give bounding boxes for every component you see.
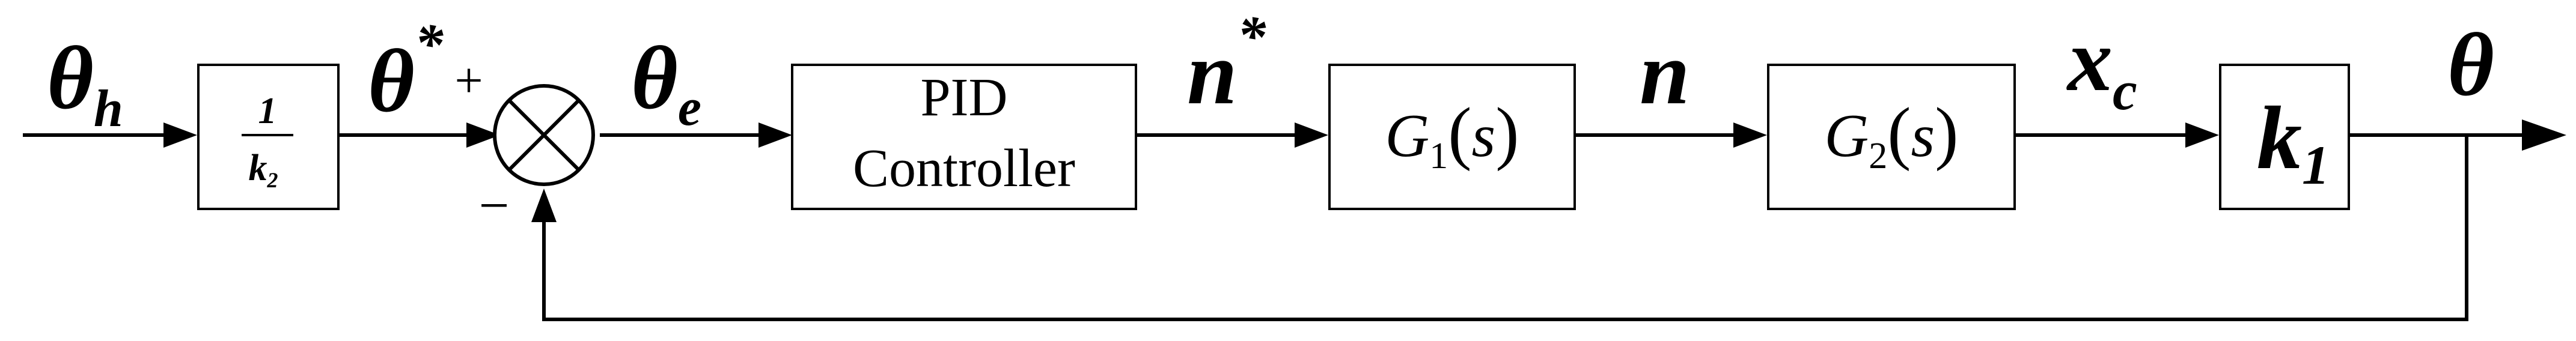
g2-label: G2(s) — [1825, 93, 1959, 177]
g1-symbol: G — [1385, 102, 1430, 170]
input-arrowhead — [163, 122, 197, 148]
pid-label-line1: PID — [920, 68, 1007, 127]
speed-reference-superscript: * — [1237, 4, 1266, 68]
error-arrowhead — [758, 122, 792, 148]
gain-numerator: 1 — [258, 91, 277, 131]
speed-reference-label: n* — [1187, 4, 1266, 123]
k1-subscript: 1 — [2302, 134, 2330, 196]
input-subscript: h — [94, 80, 123, 138]
input-label: θh — [47, 28, 123, 138]
g2-open-paren: ( — [1887, 93, 1911, 172]
g1-close-paren: ) — [1495, 93, 1519, 172]
pid-label-line2: Controller — [853, 139, 1075, 198]
displacement-subscript: c — [2113, 60, 2137, 121]
g2-block — [1767, 64, 2016, 210]
displacement-arrowhead — [2185, 122, 2219, 148]
minus-sign: − — [479, 176, 510, 235]
feedback-arrowhead — [531, 189, 557, 222]
displacement-symbol: x — [2066, 10, 2113, 110]
reference-arrowhead — [466, 122, 500, 148]
error-subscript: e — [678, 79, 701, 137]
reference-superscript: * — [415, 12, 444, 76]
plus-sign: + — [454, 53, 483, 109]
g1-open-paren: ( — [1448, 93, 1471, 172]
output-label: θ — [2447, 15, 2494, 115]
k1-block — [2219, 64, 2350, 210]
summing-junction-cross-b — [507, 98, 581, 172]
k1-symbol: k — [2257, 88, 2302, 188]
gain-denominator-subscript: 2 — [267, 168, 278, 192]
g1-argument: s — [1471, 102, 1495, 170]
gain-denominator: k2 — [249, 148, 278, 192]
input-symbol: θ — [47, 28, 94, 128]
g2-close-paren: ) — [1935, 93, 1958, 172]
speed-arrowhead — [1733, 122, 1767, 148]
output-arrowhead — [2522, 119, 2566, 151]
speed-label: n — [1640, 23, 1689, 123]
k1-label: k1 — [2257, 88, 2330, 196]
g2-argument: s — [1911, 102, 1935, 170]
error-symbol: θ — [631, 28, 678, 128]
g2-subscript: 2 — [1869, 136, 1887, 177]
speed-reference-symbol: n — [1187, 23, 1237, 123]
error-label: θe — [631, 28, 701, 137]
g1-subscript: 1 — [1429, 136, 1448, 177]
speed-reference-arrowhead — [1295, 122, 1328, 148]
reference-symbol: θ — [368, 31, 415, 131]
g2-symbol: G — [1825, 102, 1869, 170]
displacement-label: xc — [2066, 10, 2137, 121]
g1-block — [1328, 64, 1576, 210]
pid-controller-block — [791, 64, 1137, 210]
summing-junction — [493, 84, 595, 186]
feedback-path — [542, 135, 2468, 321]
g1-label: G1(s) — [1385, 93, 1519, 177]
gain-block — [197, 64, 340, 210]
reference-label: θ* — [368, 12, 444, 131]
gain-denominator-symbol: k — [249, 148, 267, 189]
